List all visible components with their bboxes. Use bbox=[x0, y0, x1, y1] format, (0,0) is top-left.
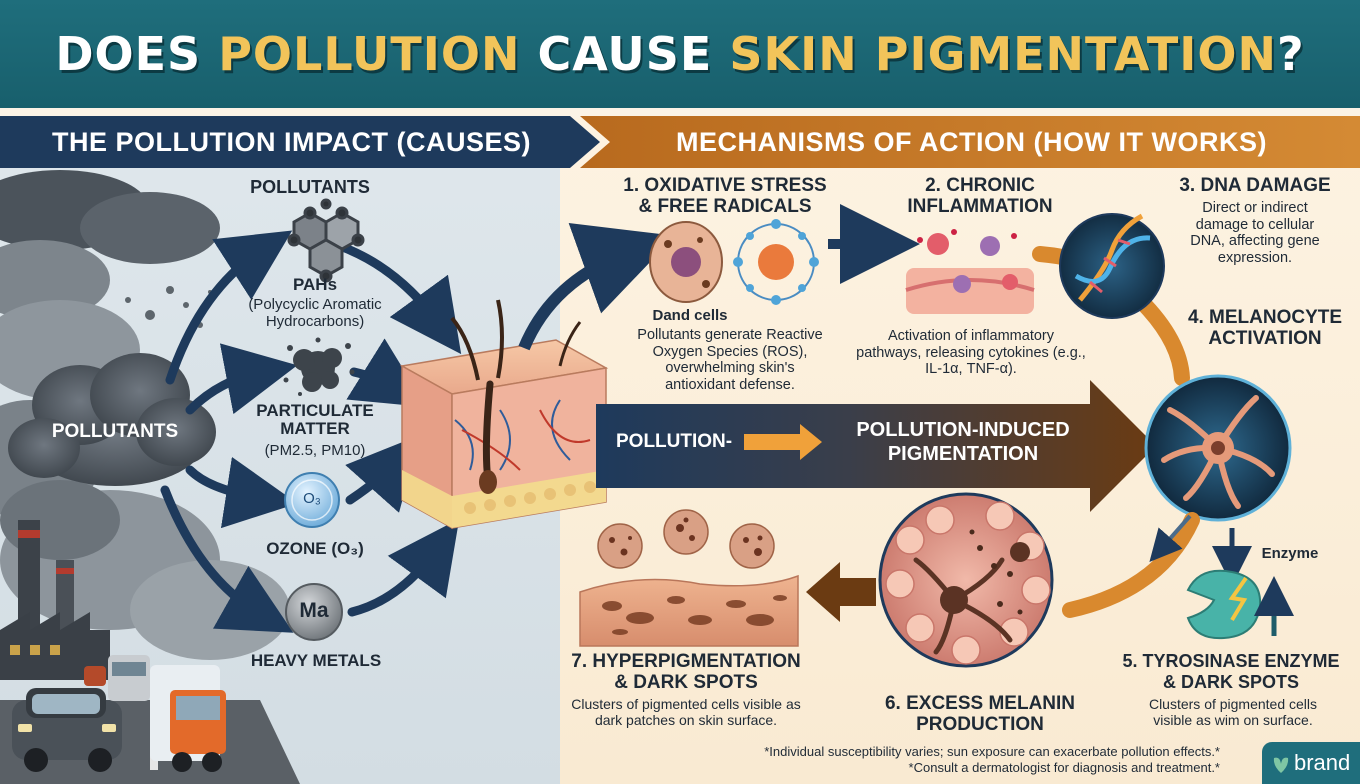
melanocyte-icon bbox=[1144, 374, 1292, 522]
inflammation-tissue-icon bbox=[905, 229, 1035, 314]
ozone-title: OZONE (O₃) bbox=[266, 539, 364, 558]
step5-description: Clusters of pigmented cells visible as w… bbox=[1148, 696, 1318, 729]
step1-description: Pollutants generate Reactive Oxygen Spec… bbox=[637, 327, 823, 394]
particulate-matter-description: (PM2.5, PM10) bbox=[264, 442, 366, 459]
title-part-3: CAUSE bbox=[520, 27, 730, 81]
title-part-2: POLLUTION bbox=[218, 27, 521, 81]
heavy-metal-icon-label: Ma bbox=[299, 599, 329, 622]
tyrosinase-enzyme-icon bbox=[1186, 569, 1294, 640]
step7-description: Clusters of pigmented cells visible as d… bbox=[571, 696, 801, 729]
pahs-title: PAHs bbox=[292, 275, 338, 294]
step7-title-line1: 7. HYPERPIGMENTATION bbox=[571, 651, 801, 672]
brand-name: brand bbox=[1294, 750, 1351, 775]
mechanisms-banner-label: MECHANISMS OF ACTION (HOW IT WORKS) bbox=[676, 126, 1267, 157]
step2-description: Activation of inflammatory pathways, rel… bbox=[856, 328, 1086, 378]
dna-damage-icon bbox=[1059, 213, 1165, 319]
heavy-metal-icon bbox=[285, 583, 343, 641]
enzyme-label: Enzyme bbox=[1261, 545, 1319, 562]
traffic-scene bbox=[0, 655, 300, 784]
damaged-cell-icon bbox=[649, 221, 723, 303]
step5-title-line1: 5. TYROSINASE ENZYME bbox=[1122, 651, 1340, 671]
central-arrow-right-line2: PIGMENTATION bbox=[887, 443, 1039, 465]
step1-cell-label: Dand cells bbox=[652, 307, 728, 324]
magnified-spot-2 bbox=[663, 509, 709, 555]
melanin-cell-cluster-icon bbox=[878, 492, 1054, 668]
title-part-4: SKIN PIGMENTATION bbox=[729, 27, 1277, 81]
step6-title-line1: 6. EXCESS MELANIN bbox=[884, 693, 1076, 714]
van-icon bbox=[108, 655, 150, 701]
footnotes: *Individual susceptibility varies; sun e… bbox=[764, 744, 1220, 777]
dark-spots-skin-icon bbox=[579, 509, 799, 647]
causes-banner: THE POLLUTION IMPACT (CAUSES) bbox=[0, 116, 600, 168]
melanocyte-to-melanin-arrow bbox=[1062, 512, 1200, 618]
pollutants-cloud bbox=[8, 353, 216, 486]
magnified-spot-1 bbox=[597, 523, 643, 569]
central-arrow-left-label: POLLUTION- bbox=[616, 431, 733, 452]
mechanisms-banner: MECHANISMS OF ACTION (HOW IT WORKS) bbox=[580, 116, 1360, 168]
ozone-icon-label: O₃ bbox=[303, 490, 321, 507]
ozone-icon bbox=[284, 472, 340, 528]
footnote-line1: *Individual susceptibility varies; sun e… bbox=[764, 744, 1220, 759]
pahs-description: (Polycyclic Aromatic Hydrocarbons) bbox=[248, 296, 382, 331]
heavy-metals-title: HEAVY METALS bbox=[250, 651, 382, 670]
page-title: DOES POLLUTION CAUSE SKIN PIGMENTATION? bbox=[55, 27, 1304, 81]
magnified-spot-3 bbox=[729, 523, 775, 569]
central-pigmentation-arrow bbox=[596, 380, 1156, 512]
central-arrow-right-line1: POLLUTION-INDUCED bbox=[856, 419, 1070, 441]
causes-banner-label: THE POLLUTION IMPACT (CAUSES) bbox=[52, 126, 531, 157]
skin-to-oxidative-arrow bbox=[518, 223, 676, 351]
step1-title-line2: & FREE RADICALS bbox=[638, 196, 812, 217]
pahs-molecule-icon bbox=[287, 198, 365, 283]
step3-title: 3. DNA DAMAGE bbox=[1179, 175, 1331, 196]
pollutants-cloud-label: POLLUTANTS bbox=[51, 421, 179, 442]
title-part-1: DOES bbox=[55, 27, 219, 81]
free-radical-icon bbox=[733, 219, 819, 305]
step7-title-line2: & DARK SPOTS bbox=[614, 672, 758, 693]
step2-title-line1: 2. CHRONIC bbox=[925, 175, 1035, 196]
particulate-matter-title: PARTICULATE MATTER bbox=[256, 401, 374, 438]
step3-description: Direct or indirect damage to cellular DN… bbox=[1190, 200, 1320, 267]
title-part-5: ? bbox=[1276, 27, 1305, 81]
footnote-line2: *Consult a dermatologist for diagnosis a… bbox=[908, 760, 1220, 776]
step1-title-line1: 1. OXIDATIVE STRESS bbox=[623, 175, 827, 196]
step6-title-line2: PRODUCTION bbox=[916, 714, 1044, 735]
melanin-to-hyperpigmentation-arrow bbox=[806, 562, 876, 622]
leaf-icon bbox=[1273, 757, 1289, 773]
particulate-matter-icon bbox=[283, 337, 355, 396]
brand-logo[interactable]: brand bbox=[1262, 742, 1360, 784]
pollutants-header: POLLUTANTS bbox=[250, 177, 370, 197]
step2-title-line2: INFLAMMATION bbox=[907, 196, 1053, 217]
particle-dots bbox=[125, 286, 212, 328]
title-bar: DOES POLLUTION CAUSE SKIN PIGMENTATION? bbox=[0, 0, 1360, 108]
truck-icon bbox=[150, 665, 226, 772]
cause-arrows bbox=[160, 230, 462, 633]
car-icon bbox=[12, 688, 122, 772]
skin-cross-section bbox=[399, 299, 609, 530]
small-blue-arrow bbox=[1149, 514, 1192, 562]
step4-title-line2: ACTIVATION bbox=[1208, 328, 1322, 349]
step4-title-line1: 4. MELANOCYTE bbox=[1187, 307, 1343, 328]
step5-title-line2: & DARK SPOTS bbox=[1162, 672, 1299, 692]
